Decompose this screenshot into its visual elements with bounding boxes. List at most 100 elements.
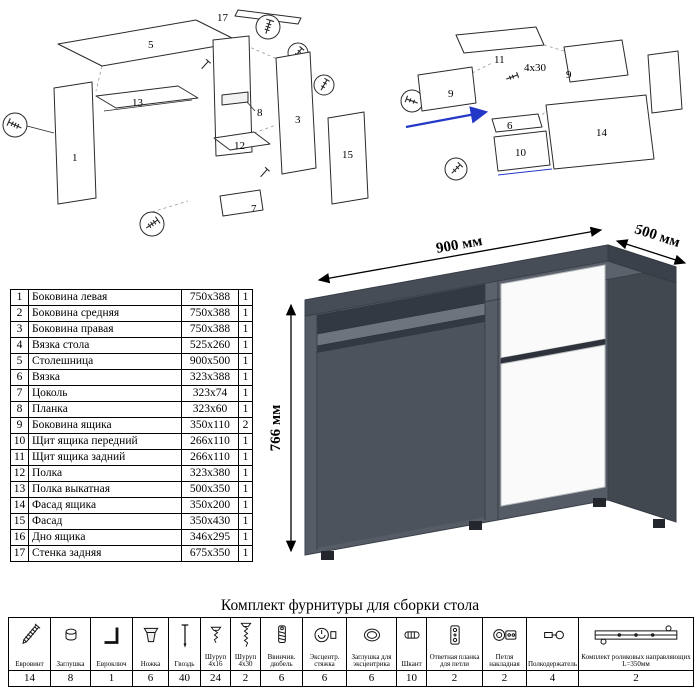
part-label-5: 5: [148, 39, 154, 51]
width-dimension-label: 900 мм: [435, 233, 484, 257]
part-number: 14: [10, 497, 29, 514]
door-front: [500, 344, 606, 507]
part-size: 675x350: [181, 545, 239, 562]
fastener-callout-icon: [400, 89, 424, 113]
part-qty: 1: [238, 321, 253, 338]
part-drawer-side-left: [417, 66, 477, 112]
hardware-item-name: Шуруп 4x30: [234, 652, 257, 669]
shelf-rail-line: [103, 99, 193, 112]
part-facade: [327, 111, 369, 205]
part-qty: 1: [238, 369, 253, 386]
part-size: 323x388: [181, 369, 239, 386]
part-label-1: 1: [72, 152, 78, 164]
part-drawer-side-right: [563, 39, 629, 83]
assembly-diagram-main: 17 5 8 13 1 12 3 15: [2, 9, 369, 237]
desk-foot: [593, 498, 606, 507]
part-plinth: [219, 189, 264, 217]
nail-icon: [169, 618, 200, 652]
part-size: 323x60: [181, 401, 239, 418]
desk-foot: [653, 519, 665, 528]
fastener-callout-icon: [313, 74, 335, 96]
fastener-callout-icon: [444, 157, 468, 181]
part-name: Дно ящика: [28, 529, 182, 546]
hardware-item: Ножка 6: [133, 618, 169, 686]
part-name: Цоколь: [28, 385, 182, 402]
hardware-item-qty: 8: [51, 670, 90, 686]
hardware-item-qty: 1: [91, 670, 132, 686]
part-size: 750x388: [181, 305, 239, 322]
part-label-3: 3: [295, 114, 301, 126]
hardware-item-qty: 24: [201, 670, 230, 686]
part-name: Стенка задняя: [28, 545, 182, 562]
part-size: 323x380: [181, 465, 239, 482]
part-name: Боковина ящика: [28, 417, 182, 434]
hardware-item-name: Заглушка для эксцентрика: [351, 652, 392, 669]
part-label-13: 13: [132, 97, 144, 109]
part-size: 900x500: [181, 353, 239, 370]
hardware-item-name: Евровинт: [15, 660, 44, 669]
hardware-item-qty: 2: [427, 670, 482, 686]
part-name: Полка выкатная: [28, 481, 182, 498]
part-name: Фасад ящика: [28, 497, 182, 514]
foot-glide-icon: [133, 618, 168, 652]
wood-dowel-icon: [397, 618, 426, 652]
hardware-item-name: Петля накладная: [489, 652, 520, 669]
part-name: Фасад: [28, 513, 182, 530]
hardware-item: Евровинт 14: [9, 618, 51, 686]
hardware-item-name: Комплект роликовых направляющих L=350мм: [581, 652, 691, 669]
part-keyboard-shelf: [95, 85, 199, 109]
part-number: 6: [10, 369, 29, 386]
part-plank: [221, 91, 249, 106]
desk-foot: [469, 521, 482, 530]
part-number: 13: [10, 481, 29, 498]
part-size: 323x74: [181, 385, 239, 402]
part-name: Боковина правая: [28, 321, 182, 338]
hardware-item: Ввинчив. дюбель 6: [261, 618, 303, 686]
part-qty: 1: [238, 481, 253, 498]
height-dimension-label: 766 мм: [268, 405, 284, 452]
part-number: 1: [10, 289, 29, 306]
part-number: 4: [10, 337, 29, 354]
part-name: Щит ящика задний: [28, 449, 182, 466]
part-drawer-back: [455, 26, 545, 54]
hex-key-icon: [91, 618, 132, 652]
part-name: Щит ящика передний: [28, 433, 182, 450]
hardware-item-name: Евроключ: [96, 660, 127, 669]
hardware-item: Гвоздь 40: [169, 618, 201, 686]
hardware-item: Заглушка 8: [51, 618, 91, 686]
part-drawer-panel: [647, 50, 683, 114]
part-name: Планка: [28, 401, 182, 418]
hardware-item-qty: 14: [9, 670, 50, 686]
hardware-item-name: Шуруп 4x16: [204, 652, 227, 669]
part-size: 525x260: [181, 337, 239, 354]
part-name: Полка: [28, 465, 182, 482]
part-size: 750x388: [181, 289, 239, 306]
part-qty: 1: [238, 337, 253, 354]
part-number: 7: [10, 385, 29, 402]
shelf-support-icon: [527, 618, 578, 652]
part-number: 12: [10, 465, 29, 482]
cam-lock-icon: [303, 618, 346, 652]
part-drawer-front-shield: [493, 130, 551, 172]
loose-screw-icon: [201, 58, 211, 70]
part-number: 5: [10, 353, 29, 370]
part-size: 350x200: [181, 497, 239, 514]
part-label-11: 11: [494, 54, 505, 66]
depth-dimension-label: 500 мм: [633, 225, 682, 251]
assembly-diagram-drawer: 11 9 4x30 9 6 10 14: [400, 26, 683, 181]
hardware-item-qty: 6: [303, 670, 346, 686]
hardware-item-qty: 10: [397, 670, 426, 686]
part-size: 346x295: [181, 529, 239, 546]
screw-4x30-icon: [231, 618, 260, 652]
part-qty: 1: [238, 497, 253, 514]
part-label-9b: 9: [566, 69, 572, 81]
